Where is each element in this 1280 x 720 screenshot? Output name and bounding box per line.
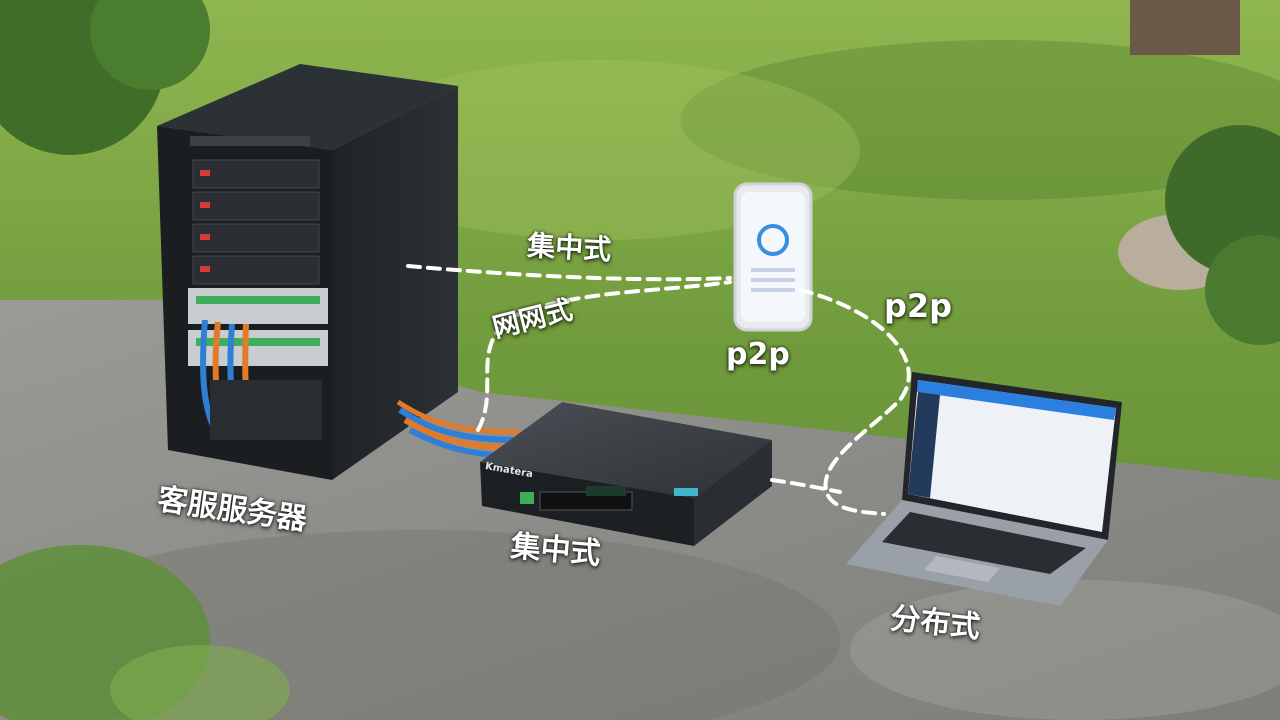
- line-switch-to-laptop: [770, 478, 842, 494]
- line-phone-to-laptop: [798, 288, 911, 516]
- switch-top: [480, 402, 772, 498]
- foreground-leaf-2: [110, 645, 290, 720]
- patch-panel-1: [188, 288, 328, 324]
- laptop: [846, 372, 1122, 606]
- p2p-phone-label: p2p: [726, 337, 790, 372]
- patch-ports: [196, 338, 320, 346]
- patch-ports: [196, 296, 320, 304]
- cable-bundle: [396, 399, 521, 435]
- phone-screen: [741, 192, 805, 322]
- tree-trunk: [1130, 0, 1240, 55]
- cabinet-top: [157, 64, 458, 150]
- centralized-switch-label: 集中式: [509, 529, 602, 572]
- patch-panel-2: [188, 330, 328, 366]
- phone-ring: [757, 224, 789, 256]
- laptop-trackpad: [924, 556, 1000, 582]
- distributed-label: 分布式: [888, 601, 982, 646]
- cabinet-side: [332, 86, 458, 480]
- grass-light: [340, 60, 860, 240]
- server-cabinet: [157, 64, 458, 480]
- rack-unit-2: [192, 191, 320, 221]
- cabinet-bottom-vent: [210, 380, 322, 440]
- grass-shadow: [680, 40, 1280, 200]
- line-switch-to-phone: [476, 280, 732, 432]
- rack-led: [200, 234, 210, 240]
- rack-led: [200, 266, 210, 272]
- cabinet-vent: [190, 136, 310, 146]
- pavement-light: [850, 580, 1280, 720]
- centralized-top-label: 集中式: [526, 229, 613, 267]
- rack-unit-1: [192, 159, 320, 189]
- laptop-screen: [908, 380, 1116, 532]
- line-cabinet-to-phone: [406, 264, 732, 282]
- switch-green-port: [520, 492, 534, 504]
- rack-unit-3: [192, 223, 320, 253]
- switch-side: [694, 440, 772, 546]
- phone: [733, 182, 813, 332]
- dashed-connections: [406, 264, 911, 516]
- p2p-right-label: p2p: [884, 287, 953, 325]
- network-switch: [480, 402, 772, 546]
- laptop-keyboard: [882, 512, 1086, 574]
- switch-display: [586, 486, 626, 496]
- phone-bar: [751, 288, 795, 292]
- laptop-topbar: [917, 380, 1116, 420]
- rack-unit-4: [192, 255, 320, 285]
- bush-right-2: [1205, 235, 1280, 345]
- switch-teal-tag: [674, 488, 698, 496]
- phone-bar: [751, 278, 795, 282]
- rack-led: [200, 202, 210, 208]
- laptop-sidebar: [908, 392, 940, 498]
- cable-bundle: [398, 407, 521, 443]
- phone-bar: [751, 268, 795, 272]
- rack-led: [200, 170, 210, 176]
- bush-top-left-2: [90, 0, 210, 90]
